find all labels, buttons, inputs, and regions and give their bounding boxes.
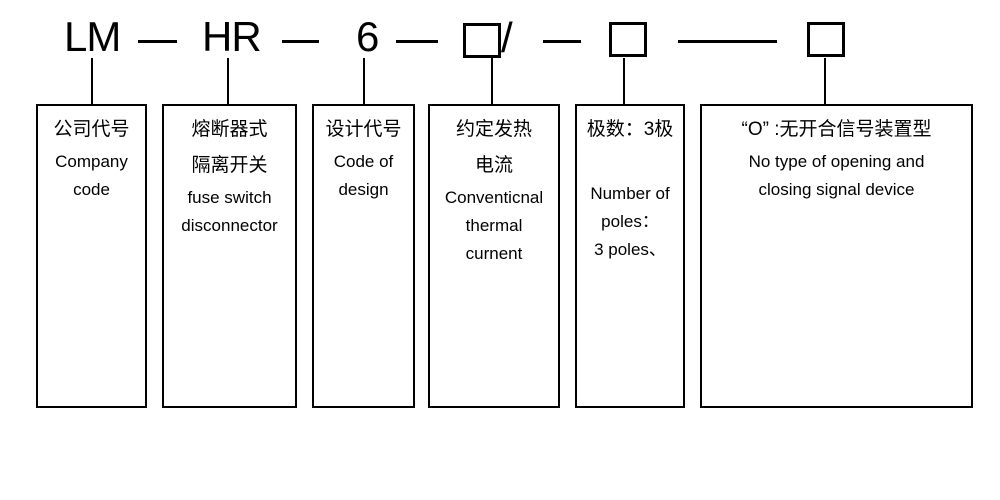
legend-line: thermal [465,216,523,235]
separator-dash-1 [138,40,177,43]
legend-line: Code of [333,152,394,171]
current-rating-placeholder-square [463,23,501,58]
separator-dash-4 [543,40,581,43]
legend-line: 设计代号 [325,119,402,140]
code-segment-design: 6 [356,13,379,60]
separator-dash-5-long [678,40,777,43]
connector-line-design [363,58,365,104]
legend-line: 熔断器式 [191,119,268,140]
legend-line: Company [55,152,128,171]
legend-line: No type of opening and [748,152,925,171]
legend-line: 极数：3极 [586,119,674,140]
connector-line-poles [623,58,625,104]
legend-box-design-code: 设计代号 Code of design [312,104,415,408]
legend-line: 约定发热 [455,119,532,140]
legend-box-signal-device: “O” :无开合信号装置型 No type of opening and clo… [700,104,973,408]
connector-line-current [491,58,493,104]
code-segment-type: HR [202,13,262,60]
poles-placeholder-square [609,22,647,57]
connector-line-type [227,58,229,104]
legend-line: 3 poles、 [594,240,666,259]
legend-line: “O” :无开合信号装置型 [741,119,932,140]
legend-line: poles： [601,212,659,231]
slash-separator: / [501,14,513,61]
legend-line: Number of [590,184,670,203]
legend-line: disconnector [181,216,278,235]
legend-line: 隔离开关 [191,155,268,176]
legend-line: closing signal device [758,180,915,199]
legend-line: fuse switch [187,188,272,207]
legend-line: curnent [465,244,523,263]
legend-line: Conventicnal [444,188,544,207]
legend-line: 电流 [474,155,513,176]
code-segment-company: LM [64,13,121,60]
separator-dash-3 [396,40,438,43]
separator-dash-2 [282,40,319,43]
legend-box-company-code: 公司代号 Company code [36,104,147,408]
legend-line: 公司代号 [53,119,130,140]
signal-device-placeholder-square [807,22,845,57]
connector-line-signal [824,58,826,104]
legend-box-thermal-current: 约定发热 电流 Conventicnal thermal curnent [428,104,560,408]
legend-line: design [338,180,389,199]
legend-box-fuse-switch-disconnector: 熔断器式 隔离开关 fuse switch disconnector [162,104,297,408]
connector-line-company [91,58,93,104]
legend-box-number-of-poles: 极数：3极 Number of poles： 3 poles、 [575,104,685,408]
legend-line: code [73,180,110,199]
